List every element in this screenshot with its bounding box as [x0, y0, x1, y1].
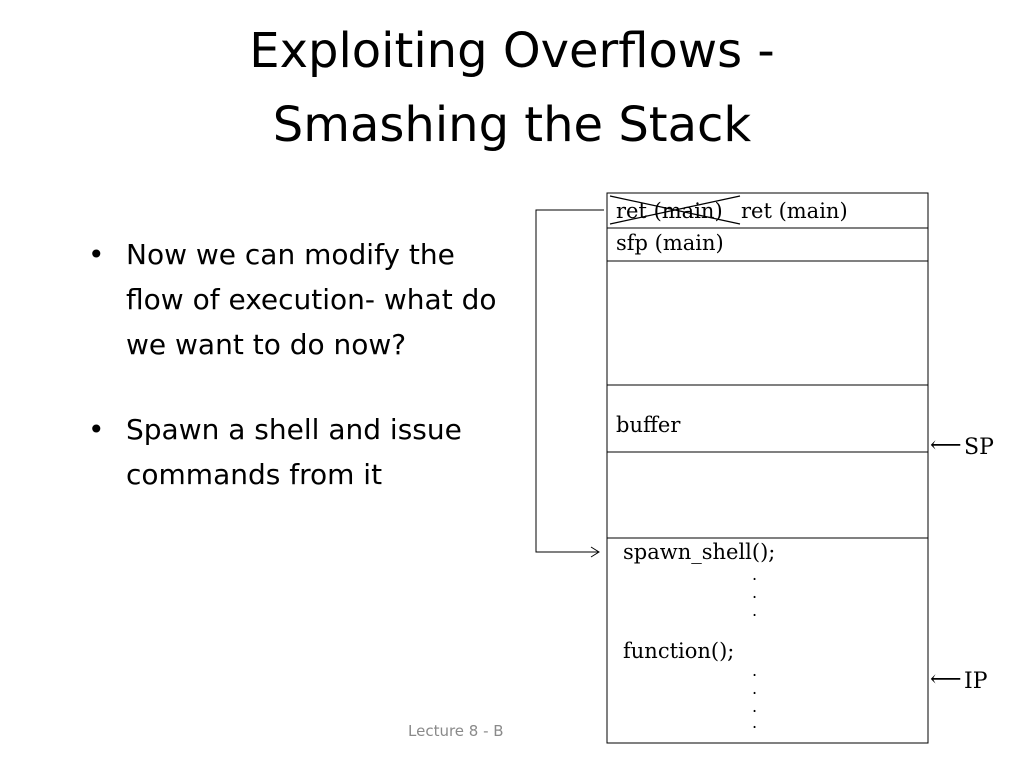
redirect-arrow-line [535, 209, 604, 553]
bullet-dot-icon: • [88, 413, 105, 446]
bullet-list: • Now we can modify the flow of executio… [88, 232, 508, 537]
bullet-text: Spawn a shell and issue commands from it [126, 413, 462, 491]
sp-label: SP [964, 435, 994, 460]
title-line-1: Exploiting Overflows - [249, 23, 775, 79]
ellipsis-dot: . [752, 661, 757, 680]
title-line-2: Smashing the Stack [272, 97, 752, 153]
bullet-item: • Spawn a shell and issue commands from … [88, 407, 508, 497]
buffer-label: buffer [616, 413, 681, 437]
ret-new-label: ret (main) [741, 199, 848, 223]
sfp-label: sfp (main) [616, 231, 724, 255]
stack-frame [606, 192, 929, 744]
ellipsis-dot: . [752, 697, 757, 716]
ellipsis-dot: . [752, 583, 757, 602]
slide-title: Exploiting Overflows - Smashing the Stac… [0, 14, 1024, 162]
ellipsis-dot: . [752, 601, 757, 620]
bullet-dot-icon: • [88, 238, 105, 271]
sp-arrow-icon: ⟵ [930, 433, 962, 458]
cross-out-line [609, 195, 741, 225]
ellipsis-dot: . [752, 565, 757, 584]
spawn-shell-label: spawn_shell(); [623, 540, 775, 564]
ip-label: IP [964, 669, 988, 694]
bullet-text: Now we can modify the flow of execution-… [126, 238, 497, 361]
redirect-arrow-head-icon [590, 546, 600, 558]
slide-footer: Lecture 8 - B [408, 722, 504, 740]
ellipsis-dot: . [752, 713, 757, 732]
function-label: function(); [623, 639, 734, 663]
ellipsis-dot: . [752, 679, 757, 698]
bullet-item: • Now we can modify the flow of executio… [88, 232, 508, 367]
ip-arrow-icon: ⟵ [930, 667, 962, 692]
